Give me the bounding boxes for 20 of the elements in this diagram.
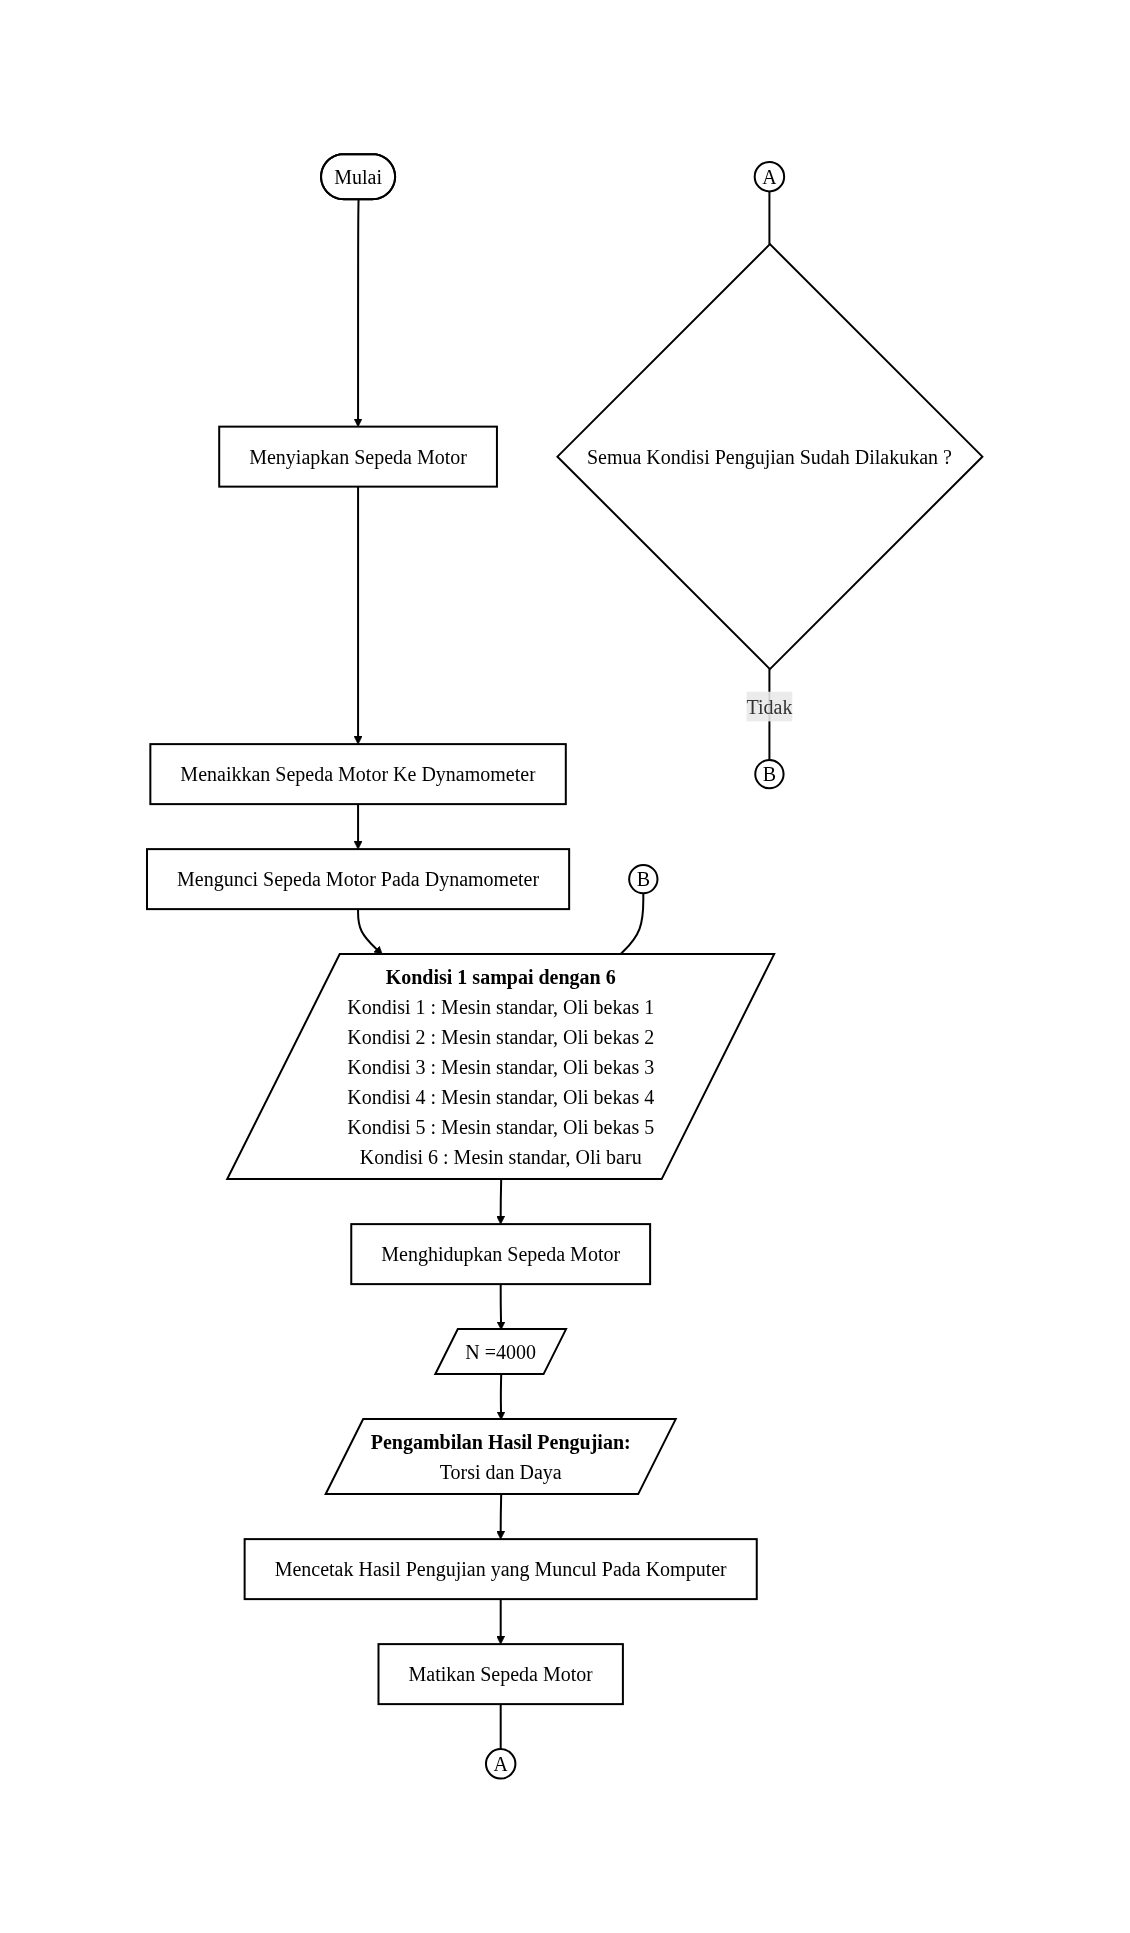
arrow <box>353 803 363 850</box>
connector <box>500 1703 502 1751</box>
connector <box>768 190 771 246</box>
node-box: Menghidupkan Sepeda Motor <box>350 1223 652 1286</box>
edge-label: Tidak <box>746 695 793 718</box>
arrow <box>496 1283 506 1330</box>
arrow <box>357 908 384 955</box>
node-box: Mengunci Sepeda Motor Pada Dynamometer <box>146 848 571 911</box>
node-diamond: Semua Kondisi Pengujian Sudah Dilakukan ? <box>556 242 985 671</box>
node-circle: B <box>628 863 659 895</box>
arrow <box>496 1598 506 1645</box>
node-circle: B <box>754 758 785 790</box>
node-box: Menaikkan Sepeda Motor Ke Dynamometer <box>149 743 568 806</box>
arrow <box>353 198 363 428</box>
node-box: Matikan Sepeda Motor <box>377 1643 625 1706</box>
arrow <box>353 485 363 745</box>
node-circle: A <box>754 160 786 193</box>
node-box: Menyiapkan Sepeda Motor <box>218 425 499 488</box>
node-circle: A <box>485 1748 517 1780</box>
node-box: Mencetak Hasil Pengujian yang Muncul Pada Komputer <box>243 1538 759 1601</box>
